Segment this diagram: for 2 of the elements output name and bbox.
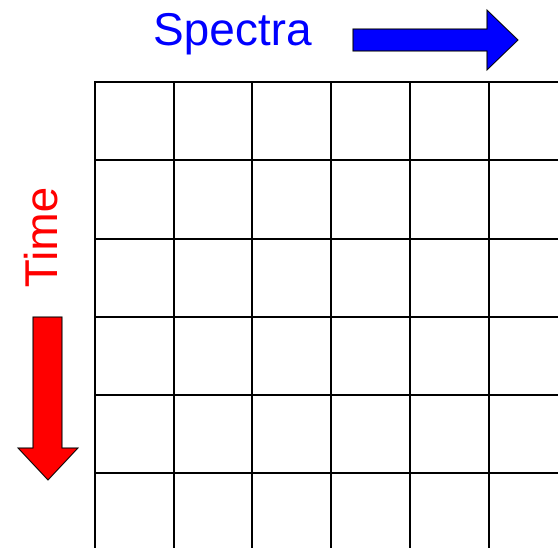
axis-label: Time <box>18 186 64 288</box>
axis-label: Spectra <box>153 6 312 52</box>
